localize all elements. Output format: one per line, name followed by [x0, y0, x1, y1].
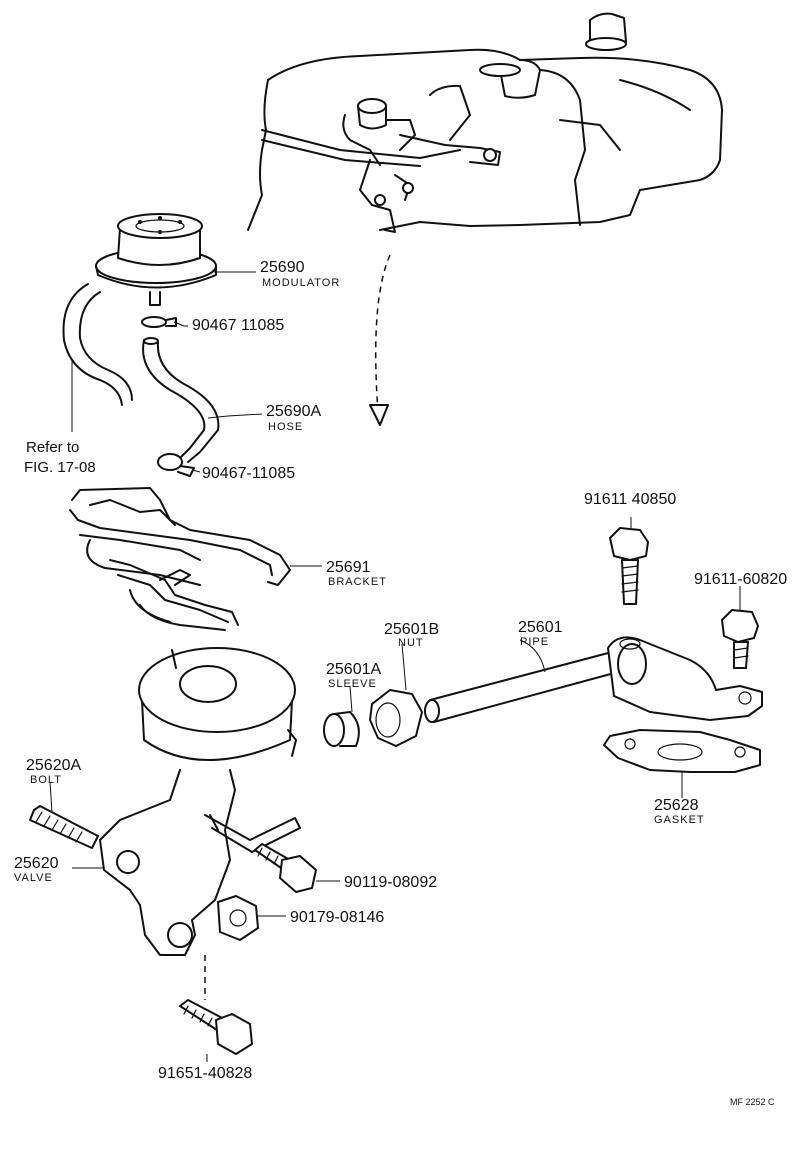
refer-line-2: FIG. 17-08	[24, 459, 96, 476]
leader-lines	[49, 271, 741, 1062]
bracket-part	[69, 487, 291, 631]
hose-left-outer	[62, 283, 123, 406]
pipe-nut-part	[369, 689, 423, 747]
bottom-bolt-number: 91651-40828	[158, 1065, 252, 1082]
stud-bolt-number: 25620A	[26, 757, 81, 774]
pipe-number: 25601	[518, 619, 563, 636]
bracket-name: BRACKET	[328, 576, 387, 588]
sleeve-part	[323, 711, 360, 747]
sleeve-name: SLEEVE	[328, 678, 377, 690]
bottom-bolt-part	[179, 955, 253, 1055]
pipe-part	[424, 636, 763, 723]
pipe-nut-name: NUT	[398, 637, 424, 649]
hose-left-inner	[78, 291, 133, 401]
clip-bottom-part	[157, 453, 195, 477]
hose-part	[142, 337, 220, 463]
gasket-part	[603, 729, 761, 773]
right-flange-bolt-number: 91611-60820	[694, 571, 787, 588]
clip-bottom-number: 90467-11085	[202, 465, 295, 482]
clip-top-part	[141, 316, 177, 328]
sleeve-number: 25601A	[326, 661, 381, 678]
clip-top-number: 90467 11085	[192, 317, 284, 334]
modulator-part	[95, 213, 217, 306]
top-flange-bolt-number: 91611 40850	[584, 491, 676, 508]
stud-bolt-part	[29, 805, 99, 849]
engine-block-illustration	[247, 12, 723, 233]
gasket-number: 25628	[654, 797, 699, 814]
gasket-name: GASKET	[654, 814, 705, 826]
drawing-code: MF 2252 C	[730, 1097, 775, 1107]
hose-name: HOSE	[268, 421, 303, 433]
modulator-number: 25690	[260, 259, 305, 276]
valve-number: 25620	[14, 855, 59, 872]
bracket-number: 25691	[326, 559, 371, 576]
refer-line-1: Refer to	[26, 439, 79, 456]
modulator-name: MODULATOR	[262, 277, 340, 289]
top-flange-bolt-part	[609, 527, 649, 605]
pipe-nut-number: 25601B	[384, 621, 439, 638]
pipe-name: PIPE	[520, 636, 549, 648]
valve-nut-part	[217, 895, 259, 941]
right-flange-bolt-part	[721, 609, 759, 669]
assembly-arrow-line	[374, 254, 391, 413]
stud-bolt-name: BOLT	[30, 774, 62, 786]
assembly-arrowhead	[369, 404, 389, 426]
valve-bolt-part	[254, 843, 317, 893]
hose-number: 25690A	[266, 403, 321, 420]
part-labels: 25690 MODULATOR 90467 11085 25690A HOSE …	[14, 259, 787, 1107]
valve-nut-number: 90179-08146	[290, 909, 384, 926]
egr-valve-part	[99, 647, 301, 956]
valve-bolt-number: 90119-08092	[344, 874, 437, 891]
valve-name: VALVE	[14, 872, 53, 884]
